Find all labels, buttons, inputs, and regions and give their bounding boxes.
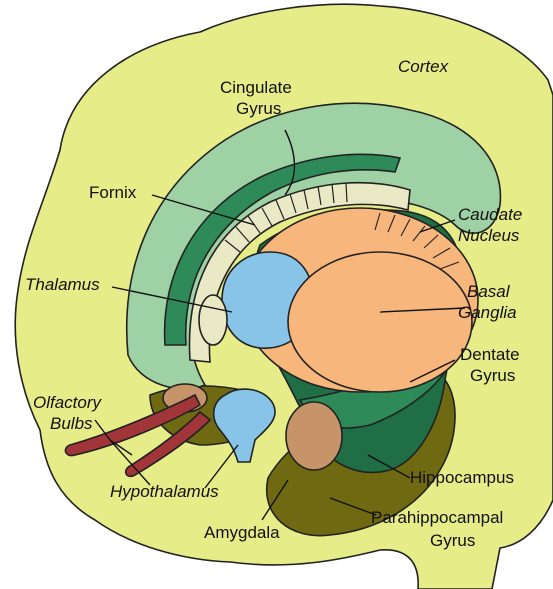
label-hypothalamus: Hypothalamus bbox=[110, 482, 219, 501]
label-amygdala: Amygdala bbox=[204, 523, 280, 542]
label-fornix: Fornix bbox=[89, 183, 137, 202]
fornix-band bbox=[163, 153, 402, 346]
label-cingulate-2: Gyrus bbox=[236, 99, 281, 118]
thalamus-loop bbox=[198, 294, 228, 346]
label-hippocampus: Hippocampus bbox=[410, 468, 514, 487]
hypothalamus bbox=[212, 388, 276, 463]
label-dentate-2: Gyrus bbox=[470, 366, 515, 385]
label-basal-2: Ganglia bbox=[458, 303, 517, 322]
label-caudate-1: Caudate bbox=[458, 205, 522, 224]
label-basal-1: Basal bbox=[467, 282, 511, 301]
olfactory-bulb-upper bbox=[64, 393, 202, 457]
basal-ganglia bbox=[287, 251, 473, 393]
label-parahippocampal-2: Gyrus bbox=[430, 531, 475, 550]
label-cortex: Cortex bbox=[398, 57, 449, 76]
fornix-channel bbox=[188, 181, 411, 363]
label-olfactory-1: Olfactory bbox=[33, 393, 103, 412]
amygdala bbox=[285, 401, 343, 471]
label-dentate-1: Dentate bbox=[460, 345, 520, 364]
fornix-stripes bbox=[224, 182, 348, 253]
leader-lines bbox=[94, 129, 466, 521]
label-olfactory-2: Bulbs bbox=[50, 414, 93, 433]
label-cingulate-1: Cingulate bbox=[220, 78, 292, 97]
label-caudate-2: Nucleus bbox=[458, 226, 520, 245]
label-thalamus: Thalamus bbox=[25, 275, 100, 294]
label-parahippocampal-1: Parahippocampal bbox=[371, 508, 503, 527]
caudate-stripes bbox=[374, 212, 460, 270]
olfactory-bulb-lower bbox=[124, 410, 212, 478]
